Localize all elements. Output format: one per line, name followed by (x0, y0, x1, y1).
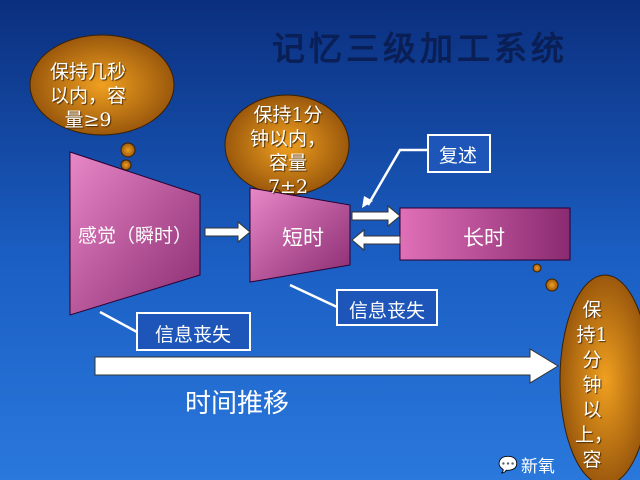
cloud-sensory (29, 34, 175, 171)
cloud-line: 分 (582, 349, 602, 371)
arrow-long-to-short (351, 228, 401, 252)
watermark: 💬 新氧 (498, 452, 555, 477)
long-term-cloud-text: 保 持1 分 钟 以 上， 容 (575, 298, 614, 473)
cloud-line: 7±2 (267, 176, 309, 198)
cloud-line: 保持几秒 (50, 61, 127, 83)
short-term-memory-shape (249, 187, 351, 283)
cloud-long-term (532, 263, 640, 480)
short-term-label: 短时 (282, 226, 324, 250)
loss-box-1 (136, 312, 251, 351)
cloud-line: 容 (582, 449, 602, 471)
arrow-sensory-to-short (204, 220, 251, 244)
rehearsal-arrowhead (362, 196, 373, 208)
sensory-cloud-text: 保持几秒 以内，容 量≥9 (50, 60, 126, 132)
rehearsal-label: 复述 (439, 145, 478, 167)
long-term-label: 长时 (463, 226, 505, 250)
rehearsal-line (366, 148, 428, 206)
page-title: 记忆三级加工系统 (272, 29, 568, 68)
cloud-line: 量≥9 (64, 109, 112, 131)
cloud-line: 保持1分 (253, 104, 323, 126)
arrow-time (94, 348, 559, 384)
rehearsal-box (427, 134, 491, 173)
cloud-line: 保 (582, 299, 602, 321)
watermark-text: 新氧 (520, 457, 555, 477)
long-term-memory-shape (399, 207, 571, 261)
time-label: 时间推移 (185, 389, 290, 419)
sensory-memory-shape (69, 151, 201, 316)
cloud-line: 容量 (269, 152, 308, 174)
loss-label-2: 信息丧失 (349, 300, 426, 322)
cloud-line: 以内，容 (50, 85, 127, 107)
short-term-cloud-text: 保持1分 钟以内， 容量 7±2 (250, 103, 326, 199)
arrow-short-to-long (351, 204, 401, 228)
cloud-line: 钟以内， (250, 128, 327, 150)
wechat-icon: 💬 (498, 455, 518, 474)
loss-box-2 (336, 289, 438, 326)
sensory-label: 感觉（瞬时） (78, 225, 193, 247)
cloud-line: 以 (582, 399, 602, 421)
loss-line-1 (99, 310, 138, 334)
cloud-line: 钟 (582, 374, 602, 396)
loss-label-1: 信息丧失 (155, 324, 232, 346)
loss-line-2 (289, 283, 338, 309)
cloud-line: 上， (575, 424, 614, 446)
cloud-line: 持1 (576, 324, 608, 346)
